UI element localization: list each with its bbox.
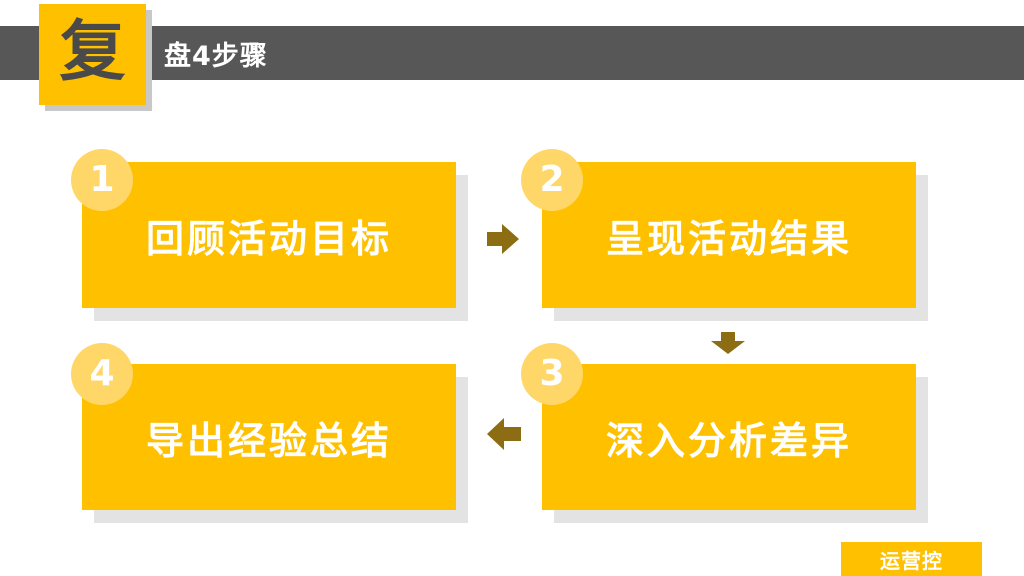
arrow-left-icon — [486, 416, 522, 452]
step-1-label: 回顾活动目标 — [145, 216, 392, 261]
step-4-label: 导出经验总结 — [145, 418, 392, 463]
step-4-box: 导出经验总结 — [82, 364, 456, 510]
step-2-box: 呈现活动结果 — [542, 162, 916, 308]
arrow-down-icon — [710, 331, 746, 355]
step-1-number: 1 — [89, 159, 115, 200]
step-4-number: 4 — [89, 353, 115, 394]
step-2-badge: 2 — [521, 149, 583, 211]
step-2-label: 呈现活动结果 — [605, 216, 852, 261]
arrow-right-icon — [486, 222, 520, 256]
step-3-number: 3 — [539, 353, 565, 394]
header-band — [0, 26, 1024, 80]
step-4-badge: 4 — [71, 343, 133, 405]
title-badge: 复 — [39, 4, 146, 105]
title-badge-char: 复 — [59, 12, 126, 90]
step-1-badge: 1 — [71, 149, 133, 211]
step-1-box: 回顾活动目标 — [82, 162, 456, 308]
step-2-number: 2 — [539, 159, 565, 200]
step-3-box: 深入分析差异 — [542, 364, 916, 510]
page-title: 盘4步骤 — [164, 40, 268, 72]
footer-tag: 运营控 — [841, 542, 982, 576]
step-3-label: 深入分析差异 — [605, 418, 852, 463]
step-3-badge: 3 — [521, 343, 583, 405]
